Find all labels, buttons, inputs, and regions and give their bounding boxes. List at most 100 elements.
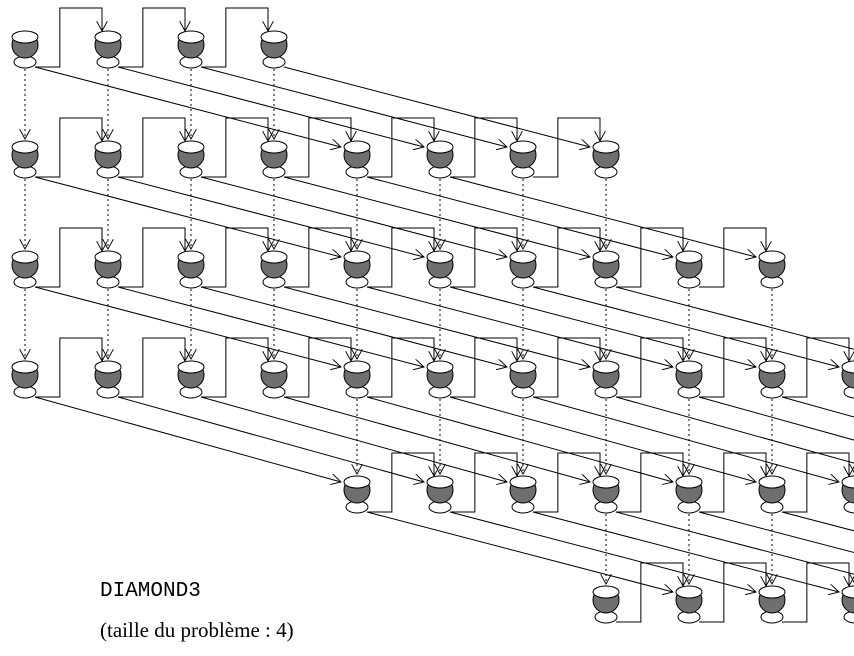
square-connector-arrow [35,227,102,288]
task-node [758,250,786,289]
node-cap [94,360,122,374]
node-cap [11,250,39,264]
diagonal-dependency-arrow [34,286,341,367]
square-connector-arrow [35,337,102,398]
square-connector-arrow [533,452,600,513]
diagonal-dependency-arrow [366,286,673,367]
square-connector-arrow [450,117,517,178]
node-cap [841,475,854,489]
node-cap [260,140,288,154]
node-cap [426,475,454,489]
square-connector-arrow [367,337,434,398]
diagram-name-label: DIAMOND3 [100,580,201,603]
task-node [509,140,537,179]
task-node [11,360,39,399]
node-cap [260,250,288,264]
task-node [94,140,122,179]
square-connector-arrow [533,117,600,178]
diagonal-dependency-arrow [117,176,424,257]
diagonal-dependency-arrow [200,286,507,367]
square-connector-arrow [782,562,849,623]
task-node [94,360,122,399]
edge-layer [25,7,854,623]
diagonal-dependency-arrow [34,176,341,257]
node-cap [177,140,205,154]
diagonal-dependency-arrow [532,286,839,367]
task-node [675,475,703,514]
task-node [592,360,620,399]
node-cap [758,475,786,489]
node-cap [509,140,537,154]
square-connector-arrow [201,117,268,178]
node-cap [343,475,371,489]
task-node [94,250,122,289]
node-base-ring [843,385,854,399]
square-connector-arrow [284,337,351,398]
square-connector-arrow [699,227,766,288]
node-cap [11,140,39,154]
problem-size-label: (taille du problème : 4) [100,618,294,642]
node-cap [675,360,703,374]
square-connector-arrow [284,227,351,288]
node-cap [758,360,786,374]
diagonal-dependency-arrow [34,66,341,147]
node-cap [509,360,537,374]
node-cap [177,360,205,374]
task-node [343,250,371,289]
node-cap [177,30,205,44]
square-connector-arrow [201,337,268,398]
diagonal-dependency-arrow [283,66,590,147]
square-connector-arrow [533,227,600,288]
task-node [11,30,39,69]
diagonal-dependency-arrow [34,396,341,482]
task-node [260,250,288,289]
square-connector-arrow [35,117,102,178]
square-connector-arrow [450,452,517,513]
node-base-ring [843,610,854,624]
node-cap [343,140,371,154]
task-node [177,30,205,69]
task-node [758,360,786,399]
task-node [592,250,620,289]
task-node [177,360,205,399]
square-connector-arrow [367,452,434,513]
task-node [426,140,454,179]
diagonal-dependency-arrow [449,286,756,367]
node-cap [509,475,537,489]
square-connector-arrow [533,337,600,398]
node-cap [343,250,371,264]
node-cap [94,250,122,264]
square-connector-arrow [367,117,434,178]
square-connector-arrow [118,337,185,398]
task-node [343,140,371,179]
task-node [675,250,703,289]
task-node [592,585,620,624]
node-cap [592,360,620,374]
square-connector-arrow [450,337,517,398]
task-node [260,360,288,399]
square-connector-arrow [118,7,185,68]
square-connector-arrow [35,7,102,68]
task-node [509,360,537,399]
square-connector-arrow [616,562,683,623]
node-cap [177,250,205,264]
diagonal-dependency-arrow [615,396,854,464]
node-cap [758,585,786,599]
square-connector-arrow [782,337,849,398]
node-cap [509,250,537,264]
node-cap [758,250,786,264]
node-cap [260,30,288,44]
task-node [592,475,620,514]
diagonal-dependency-arrow [698,396,854,441]
task-node [509,250,537,289]
diagonal-dependency-arrow [117,396,424,482]
square-connector-arrow [201,7,268,68]
node-cap [426,140,454,154]
task-node [177,140,205,179]
task-node [426,475,454,514]
diagonal-dependency-arrow [366,396,673,482]
node-cap [675,475,703,489]
square-connector-arrow [616,452,683,513]
task-node [177,250,205,289]
